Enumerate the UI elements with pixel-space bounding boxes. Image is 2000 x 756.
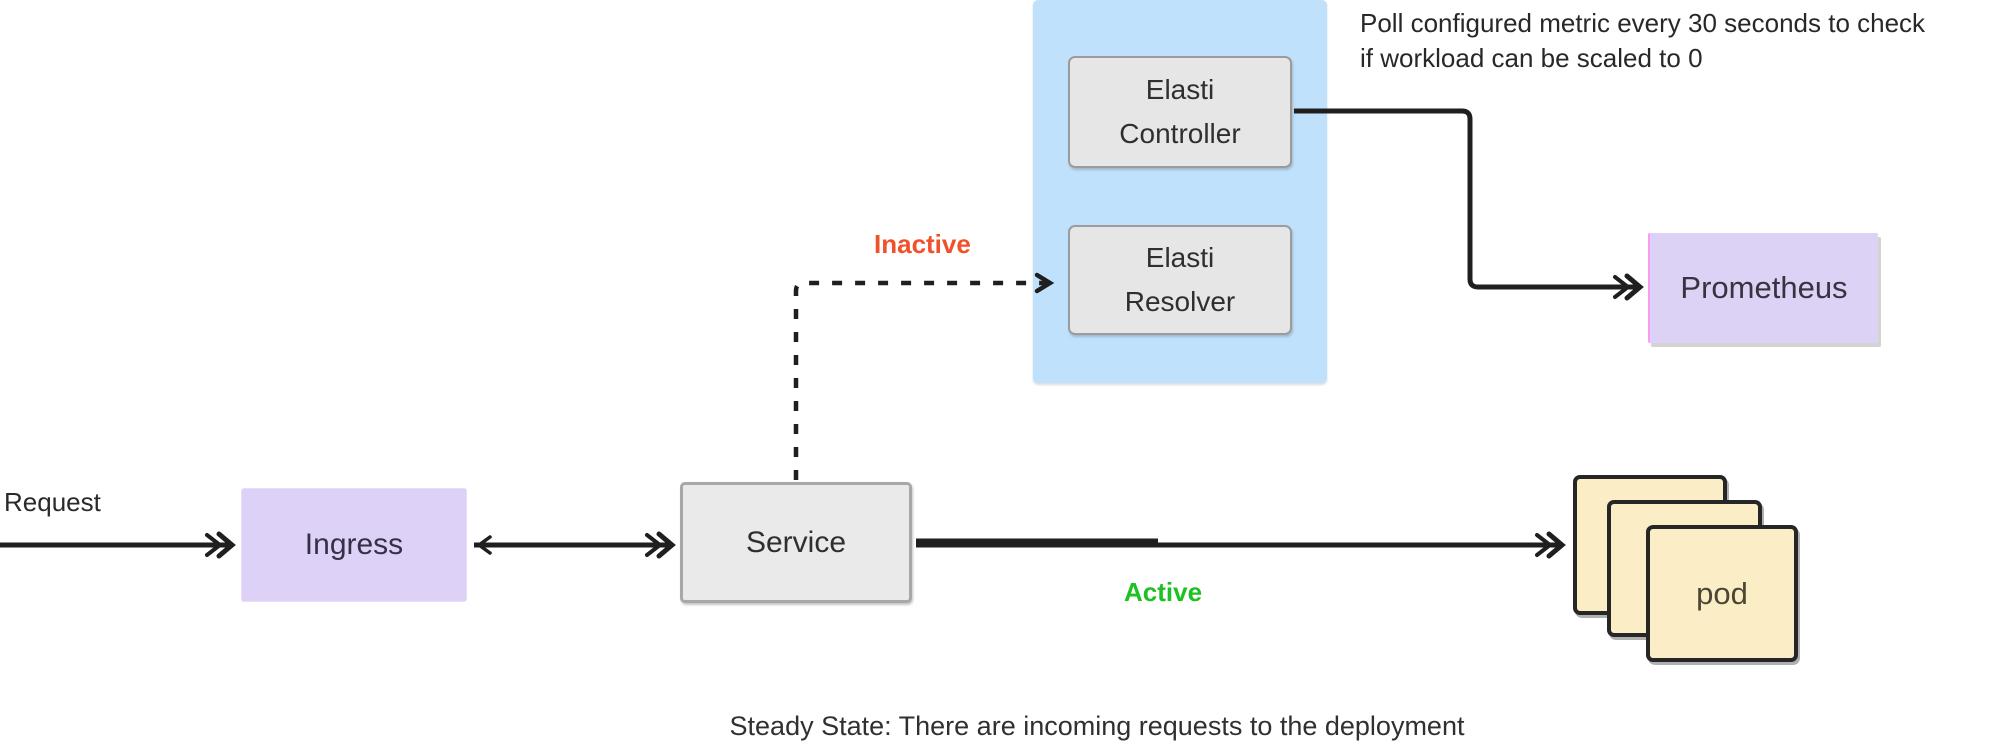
controller-to-prometheus-arrow: [1294, 108, 1644, 301]
node-elasti-controller: Elasti Controller: [1068, 56, 1292, 168]
node-prometheus: Prometheus: [1648, 233, 1878, 343]
prometheus-label: Prometheus: [1680, 270, 1848, 305]
poll-annotation-line2: if workload can be scaled to 0: [1360, 43, 1703, 73]
node-service: Service: [680, 482, 912, 603]
elasti-controller-label: Elasti Controller: [1119, 74, 1241, 149]
request-label: Request: [4, 487, 101, 517]
service-to-resolver-dashed-arrow: [793, 272, 1055, 480]
inactive-label: Inactive: [874, 229, 971, 259]
node-elasti-resolver: Elasti Resolver: [1068, 225, 1292, 335]
elasti-resolver-label: Elasti Resolver: [1124, 242, 1236, 317]
pod-label: pod: [1696, 575, 1748, 611]
ingress-back-arrowhead: [476, 535, 492, 555]
diagram-caption: Steady State: There are incoming request…: [729, 711, 1465, 741]
pod-card-front: pod: [1646, 525, 1798, 662]
node-ingress: Ingress: [241, 488, 467, 602]
poll-annotation: Poll configured metric every 30 seconds …: [1360, 6, 2000, 76]
service-label: Service: [745, 525, 847, 559]
poll-annotation-line1: Poll configured metric every 30 seconds …: [1360, 8, 1926, 38]
ingress-label: Ingress: [304, 528, 404, 561]
active-label: Active: [1124, 577, 1203, 607]
